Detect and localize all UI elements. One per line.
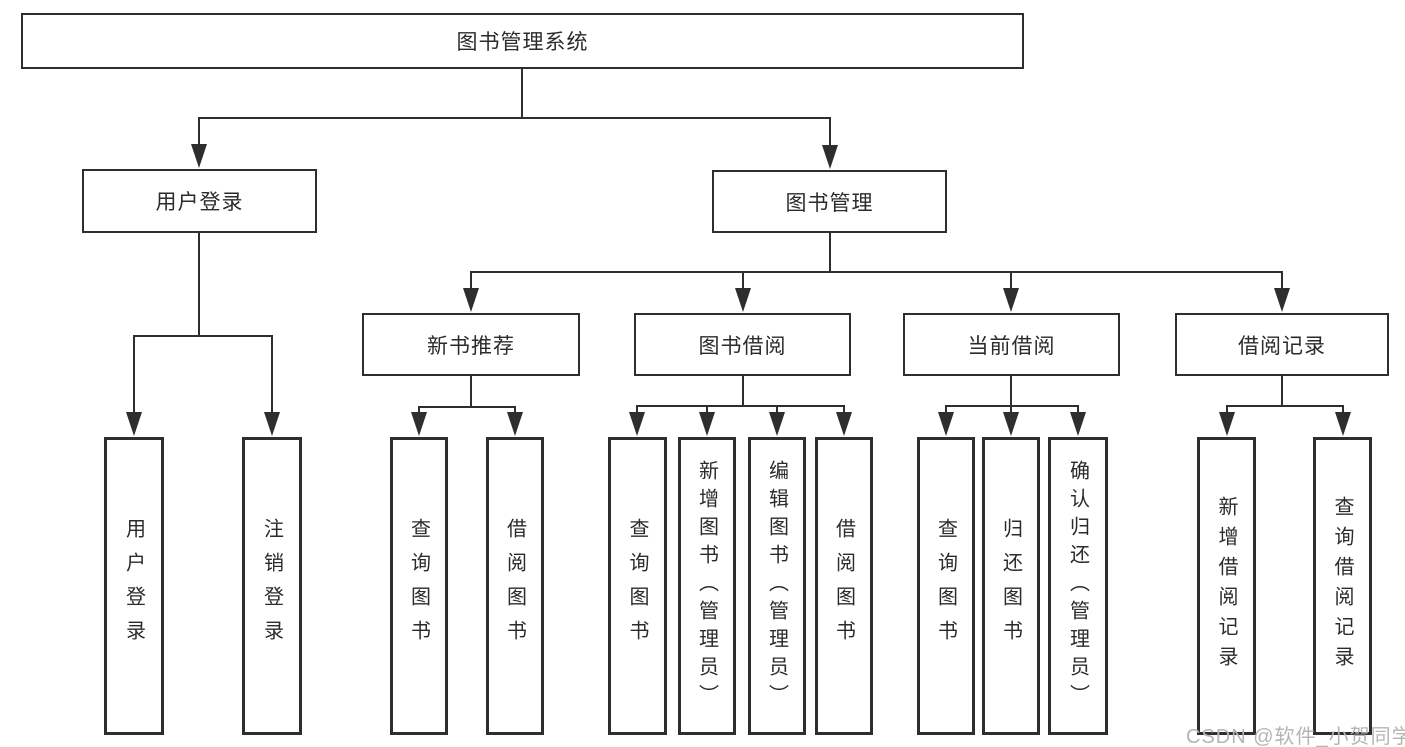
arrowhead-icon	[938, 412, 954, 436]
leaf-query-books-recommend: 查询图书	[390, 437, 448, 735]
node-library-system: 图书管理系统	[21, 13, 1024, 69]
leaf-query-borrowing-record: 查询借阅记录	[1313, 437, 1372, 735]
connector-user-login-fan	[133, 233, 273, 418]
connector-root-to-level2	[198, 69, 831, 150]
arrowhead-icon	[1335, 412, 1351, 436]
arrowhead-icon	[1070, 412, 1086, 436]
leaf-edit-books-admin: 编辑图书（管理员）	[748, 437, 806, 735]
node-new-book-recommendation: 新书推荐	[362, 313, 580, 376]
leaf-borrow-books: 借阅图书	[815, 437, 873, 735]
connector-book-management-fan	[470, 233, 1283, 294]
arrowhead-icon	[507, 412, 523, 436]
arrowhead-icon	[629, 412, 645, 436]
connector-book-borrowing-fan	[636, 376, 845, 418]
leaf-logout: 注销登录	[242, 437, 302, 735]
arrowhead-icon	[1219, 412, 1235, 436]
watermark: CSDN @软件_小贺同学	[1186, 726, 1405, 747]
connector-borrowing-records-fan	[1226, 376, 1344, 418]
arrowhead-icon	[126, 412, 142, 436]
connector-new-book-fan	[418, 376, 516, 418]
leaf-add-borrowing-record: 新增借阅记录	[1197, 437, 1256, 735]
node-book-management: 图书管理	[712, 170, 947, 233]
arrowhead-icon	[735, 288, 751, 312]
arrowhead-icon	[1003, 412, 1019, 436]
arrowhead-icon	[822, 145, 838, 169]
leaf-return-books: 归还图书	[982, 437, 1040, 735]
leaf-user-login: 用户登录	[104, 437, 164, 735]
arrowhead-icon	[191, 144, 207, 168]
leaf-add-books-admin: 新增图书（管理员）	[678, 437, 736, 735]
node-current-borrowing: 当前借阅	[903, 313, 1120, 376]
arrowhead-icon	[699, 412, 715, 436]
arrowhead-icon	[411, 412, 427, 436]
arrowhead-icon	[836, 412, 852, 436]
arrowhead-icon	[264, 412, 280, 436]
arrowhead-icon	[1003, 288, 1019, 312]
leaf-confirm-return-admin: 确认归还（管理员）	[1048, 437, 1108, 735]
node-user-login: 用户登录	[82, 169, 317, 233]
arrowhead-icon	[769, 412, 785, 436]
leaf-query-books-borrow: 查询图书	[608, 437, 667, 735]
arrowhead-icon	[463, 288, 479, 312]
arrowhead-icon	[1274, 288, 1290, 312]
leaf-query-books-current: 查询图书	[917, 437, 975, 735]
node-borrowing-records: 借阅记录	[1175, 313, 1389, 376]
connector-current-borrowing-fan	[945, 376, 1079, 418]
node-book-borrowing: 图书借阅	[634, 313, 851, 376]
leaf-borrow-books-recommend: 借阅图书	[486, 437, 544, 735]
